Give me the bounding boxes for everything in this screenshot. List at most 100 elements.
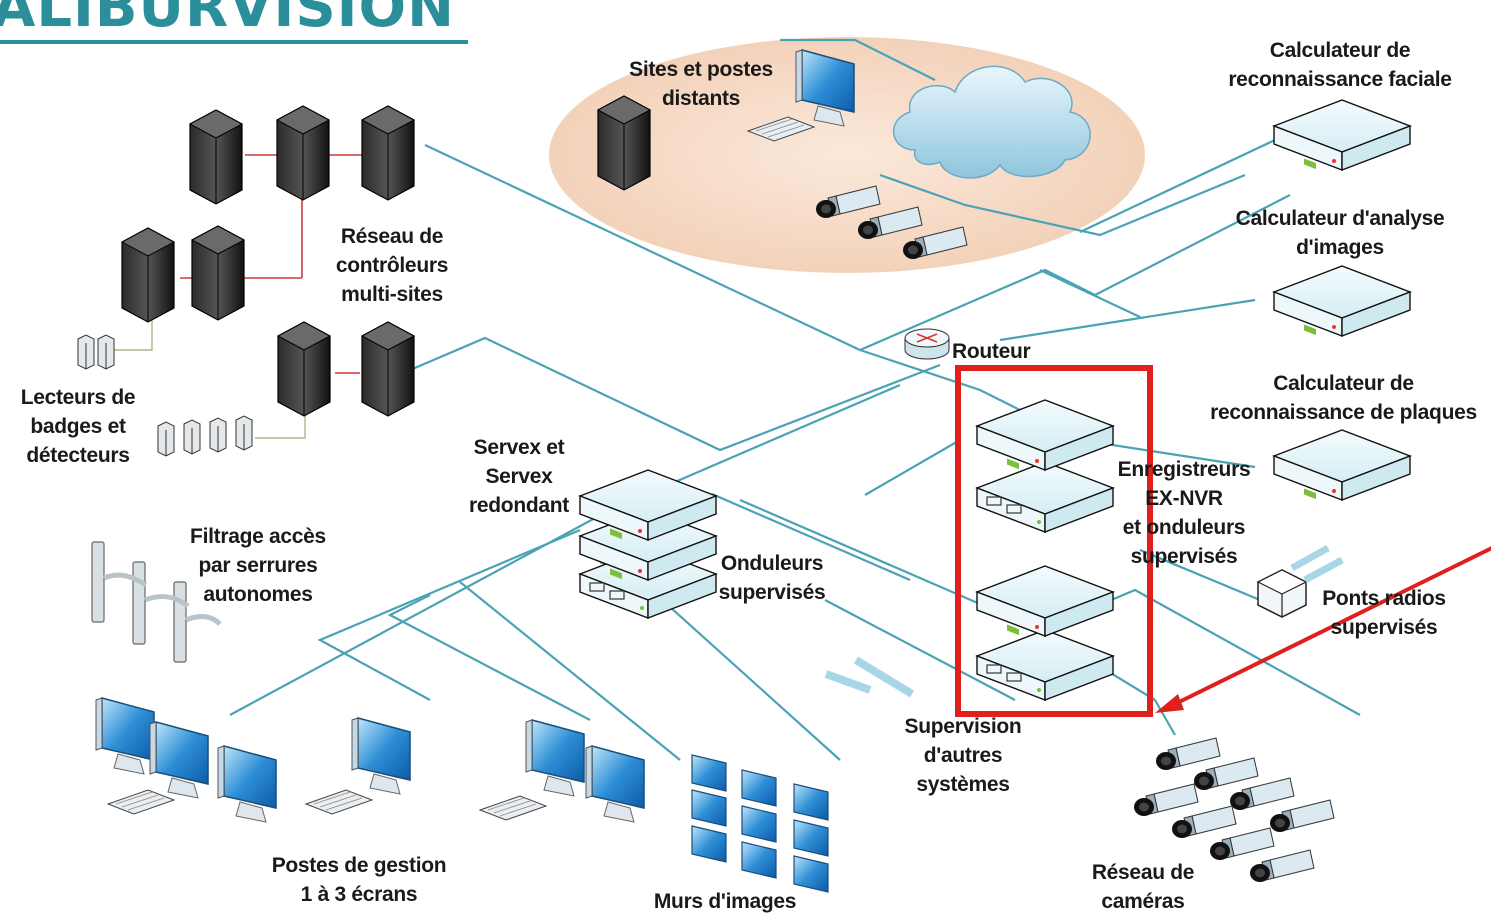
label-line: reconnaissance faciale xyxy=(1228,68,1452,91)
label-line: et onduleurs xyxy=(1122,516,1246,539)
servex-stack xyxy=(579,469,717,619)
label-line: Ponts radios xyxy=(1322,587,1446,610)
camera-icon xyxy=(1249,849,1315,883)
label-plate-recognition: Calculateur de reconnaissance de plaques xyxy=(1196,369,1491,427)
label-line: Filtrage accès xyxy=(190,525,326,548)
label-line: supervisés xyxy=(718,581,826,604)
label-face-recognition: Calculateur de reconnaissance faciale xyxy=(1190,36,1490,94)
label-line: détecteurs xyxy=(26,444,130,467)
server-tower-icon xyxy=(276,105,330,201)
label-router: Routeur xyxy=(952,340,1031,363)
monitor-icon xyxy=(585,745,645,823)
label-line: redondant xyxy=(469,494,569,517)
server-tower-icon xyxy=(191,225,245,321)
label-line: Servex xyxy=(485,465,553,488)
keyboard-icon xyxy=(107,789,175,815)
server-tower-icon xyxy=(189,109,243,205)
highlight-arrow xyxy=(1155,546,1491,713)
label-line: Sites et postes xyxy=(629,58,773,81)
label-line: Calculateur de xyxy=(1269,39,1411,62)
monitor-icon xyxy=(217,745,277,823)
keyboard-icon xyxy=(305,789,373,815)
label-controllers: Réseau de contrôleurs multi-sites xyxy=(312,222,472,309)
label-line: autonomes xyxy=(203,583,313,606)
label-line: systèmes xyxy=(916,773,1010,796)
brand-logo: ALIBURVISION xyxy=(0,0,455,38)
label-line: d'images xyxy=(1296,236,1384,259)
label-line: supervisés xyxy=(1330,616,1438,639)
brand-title: ALIBURVISION xyxy=(0,0,455,40)
label-line: Calculateur d'analyse xyxy=(1235,207,1445,230)
keyboard-icon xyxy=(479,795,547,821)
radio-bridge-icon xyxy=(1256,544,1344,618)
label-line: Enregistreurs xyxy=(1117,458,1251,481)
label-ups: Onduleurs supervisés xyxy=(704,549,840,607)
label-line: Postes de gestion xyxy=(271,854,447,877)
camera-icon xyxy=(1269,799,1335,833)
server-tower-icon xyxy=(277,321,331,417)
rack-unit-icon xyxy=(976,399,1114,471)
rack-unit-icon xyxy=(1273,265,1411,337)
label-line: Servex et xyxy=(473,436,565,459)
badge-reader-icon xyxy=(209,417,227,453)
label-line: Calculateur de xyxy=(1273,372,1414,395)
rack-unit-icon xyxy=(1273,429,1411,501)
camera-icon xyxy=(1229,777,1295,811)
monitor-icon xyxy=(525,719,585,797)
label-line: Supervision xyxy=(904,715,1022,738)
nvr-stacks xyxy=(976,399,1114,701)
label-line: badges et xyxy=(30,415,126,438)
badge-reader-icon xyxy=(183,419,201,455)
label-line: EX-NVR xyxy=(1145,487,1223,510)
server-tower-icon xyxy=(361,321,415,417)
video-wall-icon xyxy=(691,754,829,893)
label-remote-sites: Sites et postes distants xyxy=(606,55,796,113)
label-servex: Servex et Servex redondant xyxy=(454,433,584,520)
rack-unit-icon xyxy=(976,565,1114,637)
label-supervision: Supervision d'autres systèmes xyxy=(888,712,1038,799)
camera-icon xyxy=(1193,757,1259,791)
camera-icon xyxy=(1155,737,1221,771)
label-image-analysis: Calculateur d'analyse d'images xyxy=(1190,204,1490,262)
camera-icon xyxy=(1171,805,1237,839)
label-line: reconnaissance de plaques xyxy=(1210,401,1477,424)
router-icon xyxy=(904,328,950,360)
rack-unit-icon xyxy=(976,461,1114,533)
label-line: Réseau de xyxy=(340,225,444,248)
label-line: 1 à 3 écrans xyxy=(300,883,418,906)
badge-reader-icon xyxy=(97,334,115,370)
server-tower-icon xyxy=(121,227,175,323)
highlight-box xyxy=(955,365,1153,717)
brand-underline xyxy=(0,40,468,44)
label-line: supervisés xyxy=(1130,545,1238,568)
camera-icon xyxy=(1209,827,1275,861)
management-workstations xyxy=(95,697,645,823)
label-line: caméras xyxy=(1101,890,1185,913)
rack-unit-icon xyxy=(1273,99,1411,171)
label-radio-bridges: Ponts radios supervisés xyxy=(1304,584,1464,642)
label-line: Réseau de xyxy=(1091,861,1195,884)
cloud-icon xyxy=(893,65,1091,179)
label-management-stations: Postes de gestion 1 à 3 écrans xyxy=(254,851,464,909)
server-tower-icon xyxy=(361,105,415,201)
label-line: distants xyxy=(661,87,741,110)
badge-reader-icon xyxy=(157,421,175,457)
label-camera-network: Réseau de caméras xyxy=(1078,858,1208,916)
label-nvr: Enregistreurs EX-NVR et onduleurs superv… xyxy=(1102,455,1266,571)
label-line: Lecteurs de xyxy=(20,386,136,409)
badge-reader-icon xyxy=(77,334,95,370)
monitor-icon xyxy=(351,717,411,795)
monitor-icon xyxy=(95,697,155,775)
door-handle-icon xyxy=(91,541,222,663)
label-line: d'autres xyxy=(923,744,1003,767)
label-badge-readers: Lecteurs de badges et détecteurs xyxy=(6,383,150,470)
label-line: par serrures xyxy=(198,554,318,577)
label-line: Onduleurs xyxy=(720,552,824,575)
supervision-arrows xyxy=(824,656,915,698)
label-access-filtering: Filtrage accès par serrures autonomes xyxy=(168,522,348,609)
calculators xyxy=(1273,99,1411,501)
monitor-icon xyxy=(149,721,209,799)
label-line: multi-sites xyxy=(341,283,443,306)
label-line: contrôleurs xyxy=(335,254,449,277)
